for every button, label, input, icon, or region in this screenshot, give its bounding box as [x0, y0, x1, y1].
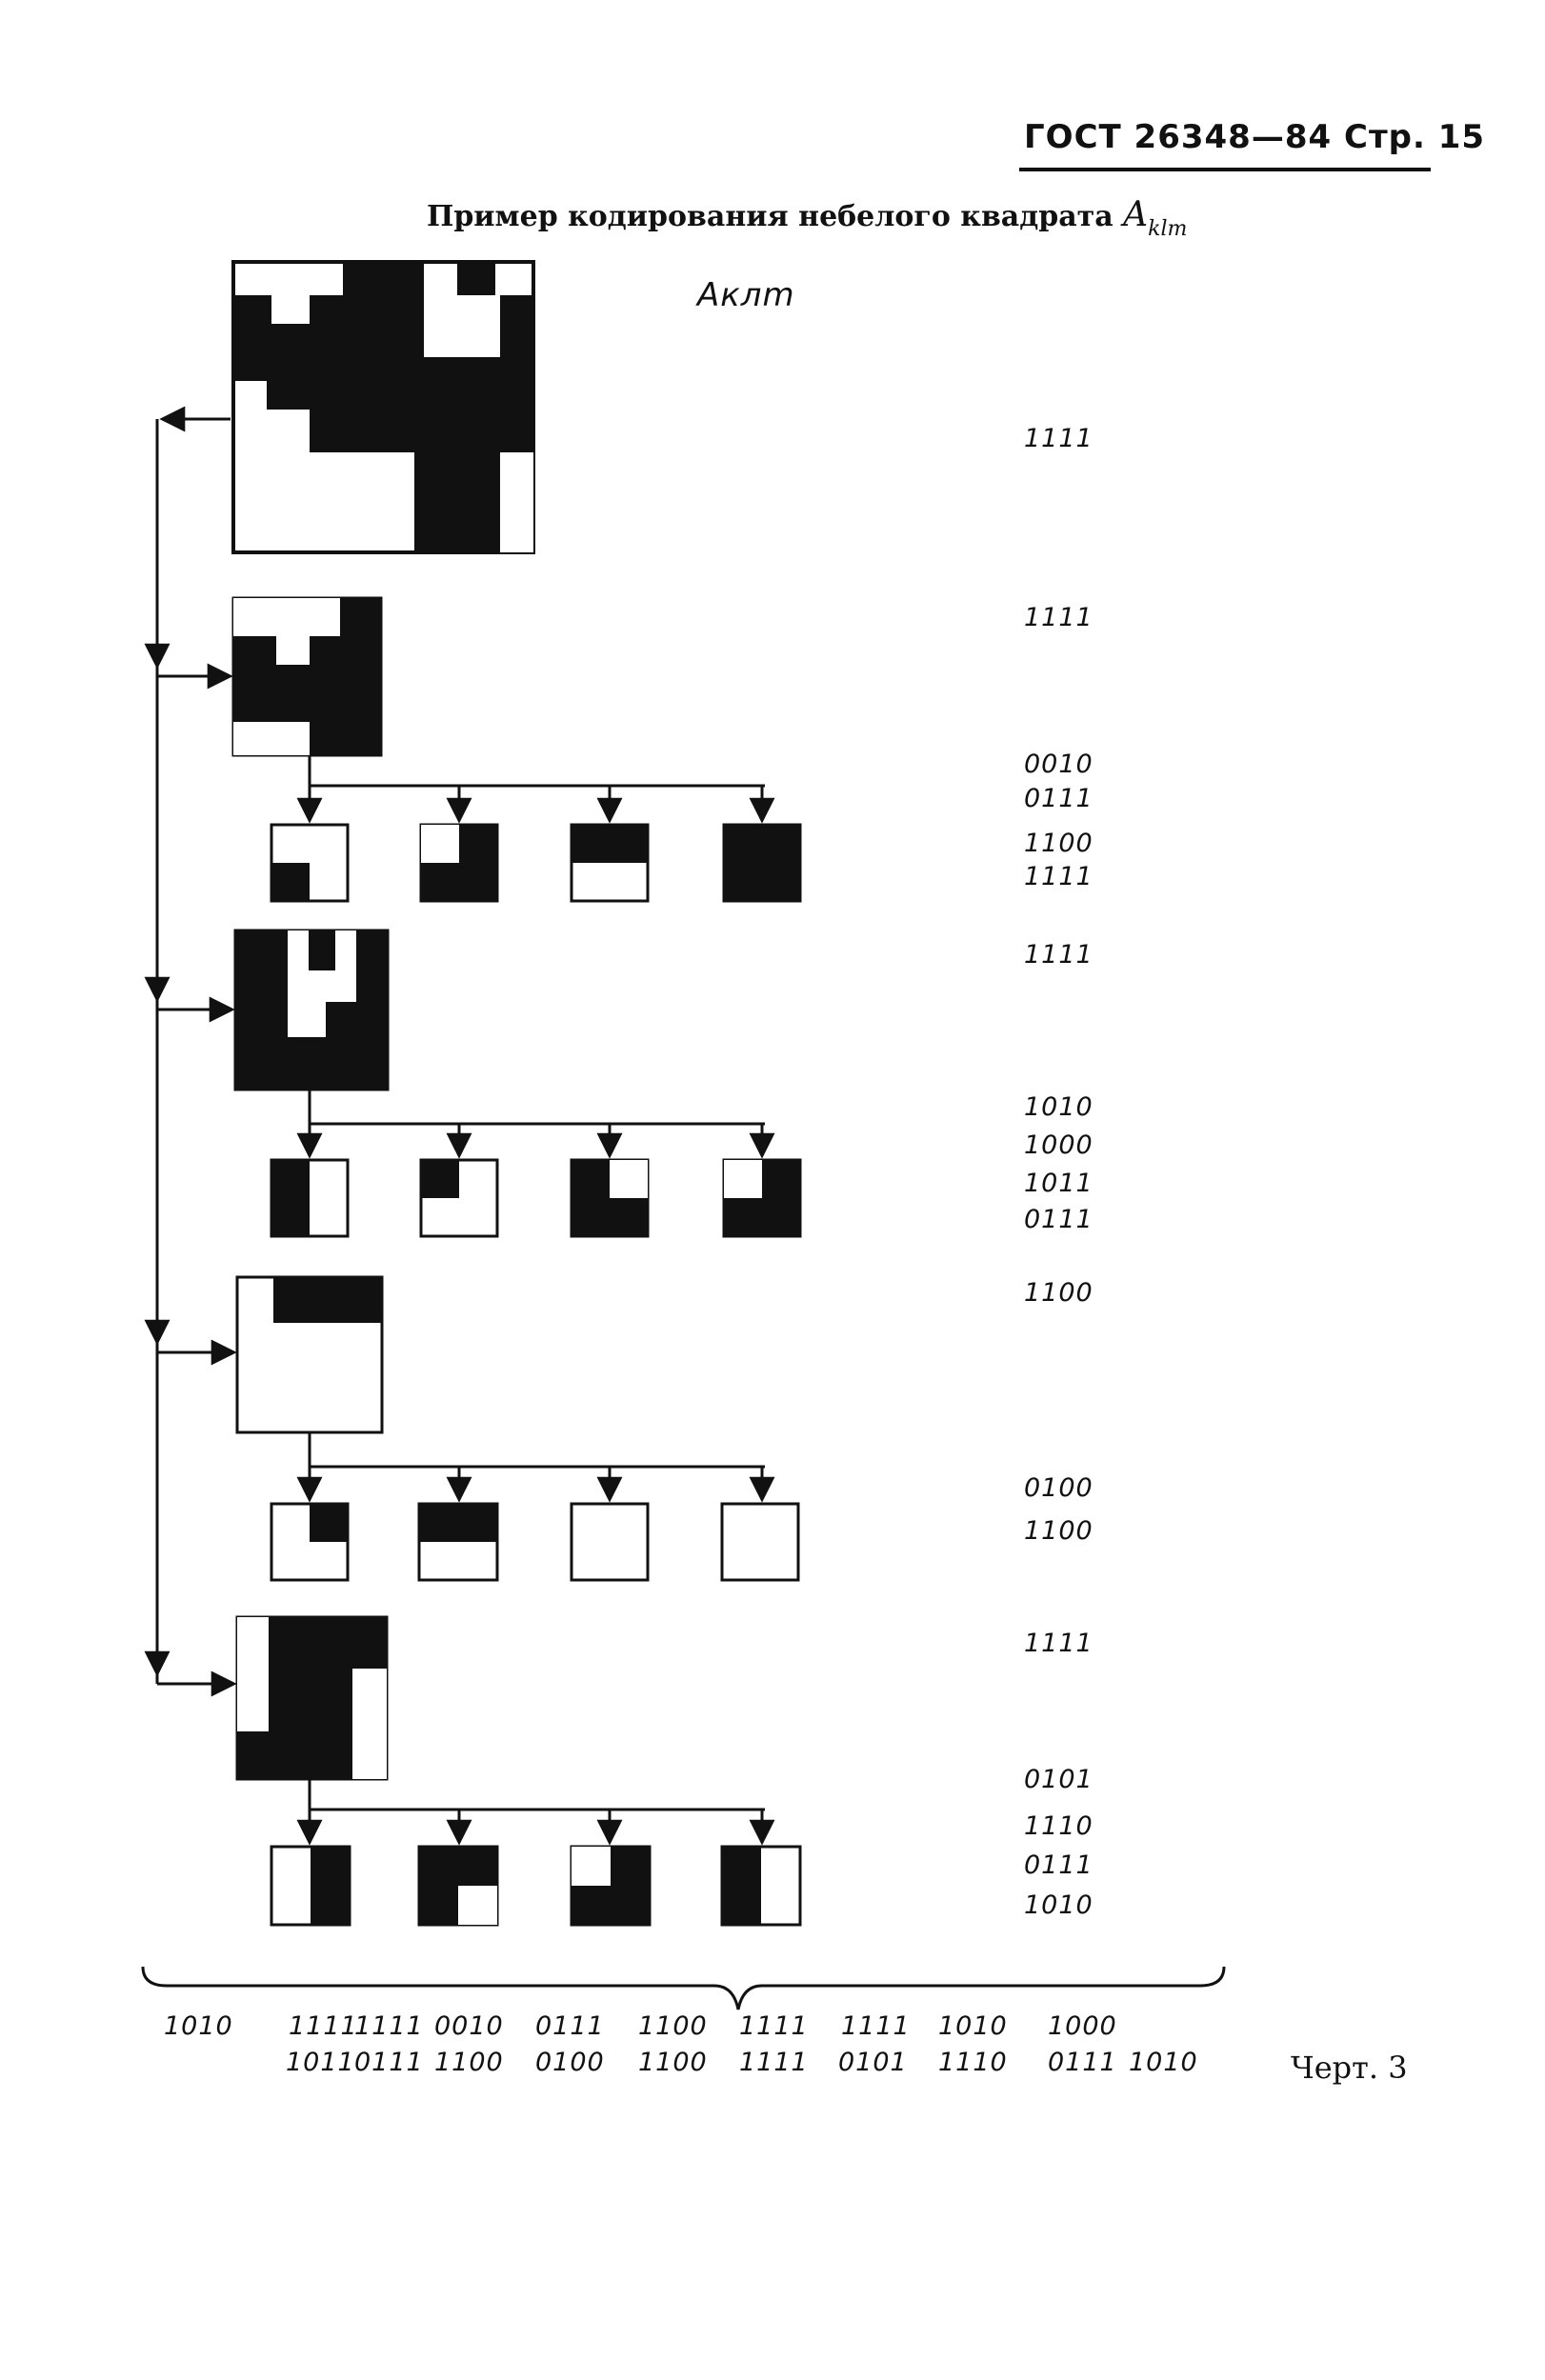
code-label: 1100 — [1024, 1516, 1094, 1546]
code-label: 1100 — [1024, 829, 1094, 858]
quadrant-1 — [231, 596, 383, 757]
children-row-2 — [270, 1158, 802, 1238]
code-label: 1100 — [1024, 1278, 1094, 1308]
code-label: 1111 — [1024, 424, 1094, 453]
code-label: 1111 — [1024, 1629, 1094, 1658]
children-row-3 — [270, 1502, 800, 1582]
code-label: 1111 — [1024, 862, 1094, 891]
title-symbol: A — [1123, 195, 1149, 234]
bottom-code: 1111 — [354, 2011, 424, 2041]
quadrant-2 — [233, 929, 390, 1091]
bottom-code: 0100 — [535, 2048, 605, 2077]
bottom-code: 1100 — [638, 2011, 708, 2041]
figure-title: Пример кодирования небелого квадрата Akl… — [427, 195, 1187, 241]
figure-title-symbol: Aklm — [1123, 195, 1187, 241]
code-label: 0111 — [1024, 784, 1094, 813]
bottom-code: 1111 — [841, 2011, 911, 2041]
page-header: ГОСТ 26348—84 Стр. 15 — [1024, 118, 1486, 156]
code-label: 1000 — [1024, 1130, 1094, 1160]
code-label: 0100 — [1024, 1473, 1094, 1503]
code-label: 1111 — [1024, 603, 1094, 632]
bottom-code: 1111 — [289, 2011, 358, 2041]
code-label: 1111 — [1024, 940, 1094, 970]
main-quadrant — [231, 260, 535, 554]
bottom-code: 1010 — [1129, 2048, 1198, 2077]
bottom-code: 0010 — [434, 2011, 504, 2041]
bottom-code: 0111 — [535, 2011, 605, 2041]
children-row-1 — [270, 823, 802, 903]
code-label: 1110 — [1024, 1811, 1094, 1841]
quadrant-3 — [235, 1275, 384, 1434]
figure-title-text: Пример кодирования небелого квадрата — [427, 200, 1114, 233]
figure-label: Черт. 3 — [1291, 2050, 1408, 2086]
bottom-code: 1010 — [164, 2011, 233, 2041]
bottom-code: 1111 — [739, 2048, 809, 2077]
bottom-code: 0111 — [354, 2048, 424, 2077]
children-row-4 — [270, 1845, 802, 1927]
quadrant-4 — [235, 1615, 389, 1781]
header-rule — [1019, 168, 1431, 171]
code-label: 1011 — [1024, 1169, 1094, 1198]
bottom-code: 1011 — [286, 2048, 355, 2077]
code-label: 1010 — [1024, 1890, 1094, 1920]
code-label: 1010 — [1024, 1092, 1094, 1122]
bottom-code: 1010 — [938, 2011, 1008, 2041]
bottom-code: 1100 — [638, 2048, 708, 2077]
code-label: 0010 — [1024, 750, 1094, 779]
brace — [141, 1966, 1226, 2010]
code-label: 0101 — [1024, 1765, 1094, 1794]
bottom-code: 1111 — [739, 2011, 809, 2041]
code-label: 0111 — [1024, 1850, 1094, 1880]
quad-label: Aклm — [697, 276, 795, 314]
trunk — [144, 406, 237, 1697]
branch-connectors — [296, 755, 775, 1846]
bottom-code: 0111 — [1048, 2048, 1117, 2077]
bottom-code: 0101 — [838, 2048, 908, 2077]
title-subscript: klm — [1148, 217, 1188, 241]
bottom-code: 1000 — [1048, 2011, 1117, 2041]
code-label: 0111 — [1024, 1205, 1094, 1234]
bottom-code: 1100 — [434, 2048, 504, 2077]
bottom-code: 1110 — [938, 2048, 1008, 2077]
